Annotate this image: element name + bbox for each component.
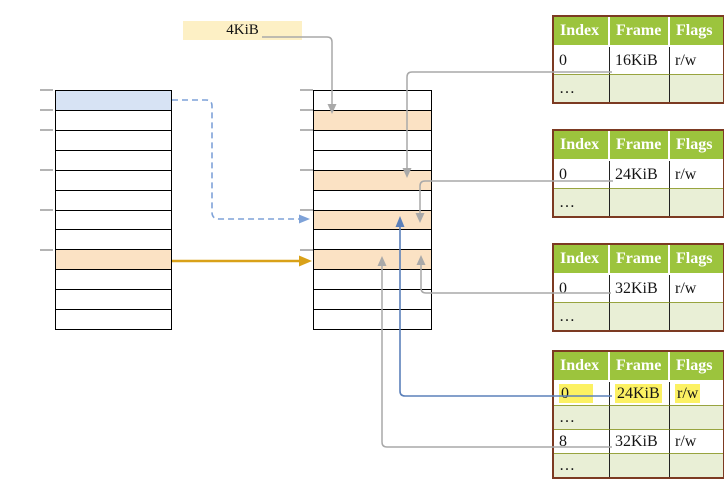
arrow-right-icon bbox=[299, 255, 312, 267]
memory-row bbox=[56, 129, 171, 150]
level2-page-table: Index Frame Flags 0 24KiB r/w … 8 32KiB … bbox=[552, 350, 724, 479]
cell-frame bbox=[610, 453, 670, 477]
memory-row bbox=[314, 269, 431, 290]
header-flags: Flags bbox=[670, 131, 723, 161]
cell-index: … bbox=[554, 302, 610, 330]
table-header-row: Index Frame Flags bbox=[554, 17, 723, 47]
memory-row bbox=[314, 209, 431, 230]
cell-flags: r/w bbox=[670, 429, 723, 453]
virtual-page-translation-connector bbox=[172, 99, 299, 220]
header-frame: Frame bbox=[610, 245, 670, 275]
table-header-row: Index Frame Flags bbox=[554, 352, 723, 382]
cell-index: 8 bbox=[554, 429, 610, 453]
header-frame: Frame bbox=[610, 352, 670, 382]
memory-row bbox=[314, 189, 431, 210]
memory-row bbox=[314, 149, 431, 170]
table-row: 0 16KiB r/w bbox=[554, 47, 723, 74]
cell-frame: 16KiB bbox=[610, 47, 670, 74]
memory-row bbox=[314, 91, 431, 110]
memory-row bbox=[314, 289, 431, 310]
cell-flags bbox=[670, 188, 723, 216]
header-frame: Frame bbox=[610, 131, 670, 161]
memory-row bbox=[314, 229, 431, 250]
highlight: 0 bbox=[559, 383, 593, 403]
table-row: 0 24KiB r/w bbox=[554, 161, 723, 188]
cell-flags bbox=[670, 74, 723, 102]
cell-index: … bbox=[554, 405, 610, 429]
memory-row bbox=[314, 309, 431, 330]
memory-row bbox=[56, 229, 171, 250]
cell-index: … bbox=[554, 453, 610, 477]
table-row-ellipsis: … bbox=[554, 74, 723, 102]
header-frame: Frame bbox=[610, 17, 670, 47]
memory-row bbox=[56, 109, 171, 130]
header-index: Index bbox=[554, 17, 610, 47]
header-flags: Flags bbox=[670, 352, 723, 382]
header-index: Index bbox=[554, 245, 610, 275]
header-flags: Flags bbox=[670, 17, 723, 47]
cell-frame bbox=[610, 405, 670, 429]
table-row-ellipsis: … bbox=[554, 405, 723, 429]
cell-flags: r/w bbox=[670, 47, 723, 74]
cell-frame bbox=[610, 188, 670, 216]
page-table-16kib: Index Frame Flags 0 16KiB r/w … bbox=[552, 15, 724, 104]
header-flags: Flags bbox=[670, 245, 723, 275]
highlight: r/w bbox=[675, 383, 701, 403]
cell-index: 0 bbox=[554, 161, 610, 188]
table-row: 0 32KiB r/w bbox=[554, 275, 723, 302]
memory-row bbox=[56, 149, 171, 170]
physical-memory-column bbox=[313, 90, 432, 330]
cell-frame: 24KiB bbox=[610, 161, 670, 188]
memory-row bbox=[56, 249, 171, 270]
virtual-memory-column bbox=[55, 90, 172, 330]
memory-row bbox=[56, 189, 171, 210]
cell-flags bbox=[670, 405, 723, 429]
memory-row bbox=[56, 269, 171, 290]
cell-frame: 24KiB bbox=[610, 382, 670, 405]
header-index: Index bbox=[554, 131, 610, 161]
cell-frame bbox=[610, 74, 670, 102]
cell-index: 0 bbox=[554, 382, 610, 405]
table-row-ellipsis: … bbox=[554, 453, 723, 477]
memory-row bbox=[56, 169, 171, 190]
table-row-highlighted: 0 24KiB r/w bbox=[554, 382, 723, 405]
cell-index: … bbox=[554, 74, 610, 102]
memory-row bbox=[56, 289, 171, 310]
header-index: Index bbox=[554, 352, 610, 382]
memory-row bbox=[314, 129, 431, 150]
page-table-24kib: Index Frame Flags 0 24KiB r/w … bbox=[552, 129, 724, 218]
memory-row bbox=[56, 91, 171, 110]
table-row: 8 32KiB r/w bbox=[554, 429, 723, 453]
cell-flags bbox=[670, 453, 723, 477]
cell-frame: 32KiB bbox=[610, 429, 670, 453]
memory-row bbox=[314, 169, 431, 190]
memory-row bbox=[56, 209, 171, 230]
cell-flags: r/w bbox=[670, 161, 723, 188]
arrow-right-icon bbox=[299, 214, 310, 224]
cell-flags bbox=[670, 302, 723, 330]
table-header-row: Index Frame Flags bbox=[554, 131, 723, 161]
page-table-32kib: Index Frame Flags 0 32KiB r/w … bbox=[552, 243, 724, 332]
table-row-ellipsis: … bbox=[554, 188, 723, 216]
page-size-label: 4KiB bbox=[183, 21, 302, 40]
cell-frame bbox=[610, 302, 670, 330]
cell-index: 0 bbox=[554, 47, 610, 74]
memory-row bbox=[314, 249, 431, 270]
table-row-ellipsis: … bbox=[554, 302, 723, 330]
highlight: 24KiB bbox=[615, 383, 662, 403]
memory-row bbox=[314, 109, 431, 130]
memory-row bbox=[56, 309, 171, 330]
cell-flags: r/w bbox=[670, 275, 723, 302]
cell-flags: r/w bbox=[670, 382, 723, 405]
cell-index: 0 bbox=[554, 275, 610, 302]
table-header-row: Index Frame Flags bbox=[554, 245, 723, 275]
cell-index: … bbox=[554, 188, 610, 216]
cell-frame: 32KiB bbox=[610, 275, 670, 302]
